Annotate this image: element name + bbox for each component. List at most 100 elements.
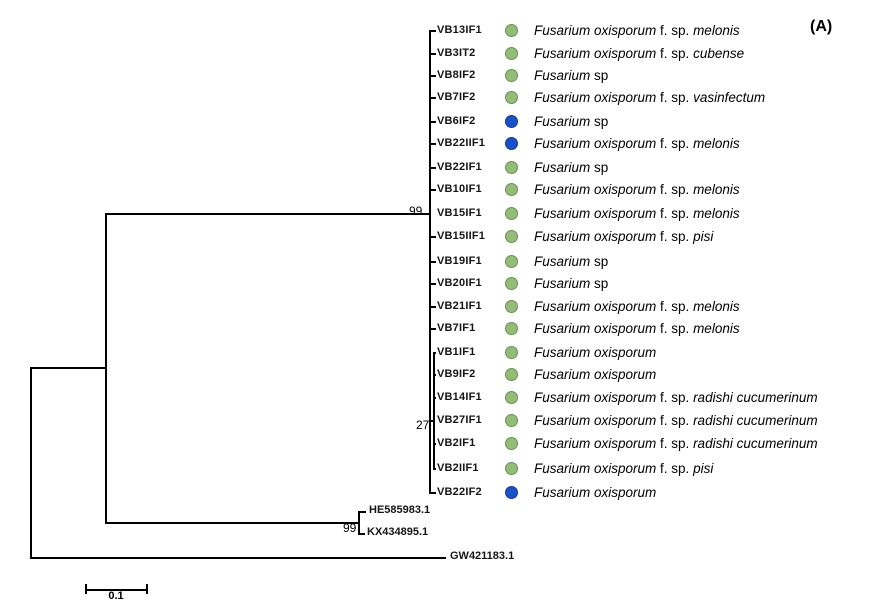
green-marker-icon [505, 254, 518, 268]
tree-branch-line [30, 557, 446, 559]
tree-branch-line [429, 328, 436, 330]
taxon-row: VB8IF2 Fusarium sp [437, 66, 608, 84]
tree-branch-line [30, 367, 105, 369]
taxon-label: VB14IF1 [437, 391, 482, 403]
tree-branch-line [146, 584, 148, 594]
species-name: Fusarium oxisporum f. sp. pisi [534, 460, 714, 476]
green-marker-icon [505, 299, 518, 313]
tree-branch-line [429, 97, 436, 99]
taxon-row: VB6IF2 Fusarium sp [437, 112, 608, 130]
green-marker-icon [505, 436, 518, 450]
panel-label: (A) [810, 18, 833, 35]
green-marker-icon [505, 182, 518, 196]
taxon-row: VB7IF1 Fusarium oxisporum f. sp. melonis [437, 319, 740, 337]
taxon-row: VB10IF1 Fusarium oxisporum f. sp. melonis [437, 180, 740, 198]
taxon-label: VB8IF2 [437, 69, 476, 81]
green-marker-icon [505, 229, 518, 243]
taxon-row: VB19IF1 Fusarium sp [437, 252, 608, 270]
green-marker-icon [505, 367, 518, 381]
species-name: Fusarium oxisporum f. sp. cubense [534, 45, 745, 61]
tree-branch-line [429, 75, 436, 77]
blue-marker-icon [505, 114, 518, 128]
taxon-row: VB21IF1 Fusarium oxisporum f. sp. melonis [437, 297, 740, 315]
green-marker-icon [505, 390, 518, 404]
tree-branch-line [433, 374, 436, 376]
species-name: Fusarium oxisporum f. sp. vasinfectum [534, 89, 766, 105]
taxon-label: VB2IIF1 [437, 462, 479, 474]
taxon-row: VB3IT2 Fusarium oxisporum f. sp. cubense [437, 44, 744, 62]
species-name: Fusarium oxisporum f. sp. melonis [534, 320, 740, 336]
taxon-label: VB10IF1 [437, 183, 482, 195]
taxon-label: VB21IF1 [437, 300, 482, 312]
taxon-row: VB27IF1 Fusarium oxisporum f. sp. radishi… [437, 411, 818, 429]
scale-bar-label: 0.1 [108, 590, 124, 602]
taxon-label: VB6IF2 [437, 115, 476, 127]
tree-branch-line [429, 121, 436, 123]
species-name: Fusarium oxisporum f. sp. radishi cucume… [534, 435, 818, 451]
green-marker-icon [505, 68, 518, 82]
tree-branch-line [105, 522, 358, 524]
tree-branch-line [358, 533, 365, 535]
species-name: Fusarium oxisporum f. sp. melonis [534, 298, 740, 314]
taxon-label: VB9IF2 [437, 368, 476, 380]
tree-branch-line [429, 283, 436, 285]
tree-branch-line [429, 236, 436, 238]
accession-label: HE585983.1 [369, 504, 431, 516]
species-name: Fusarium sp [534, 159, 609, 175]
tree-branch-line [358, 511, 360, 533]
green-marker-icon [505, 46, 518, 60]
species-name: Fusarium sp [534, 253, 609, 269]
tree-branch-line [85, 589, 147, 591]
species-name: Fusarium oxisporum f. sp. melonis [534, 135, 740, 151]
taxon-label: VB3IT2 [437, 47, 476, 59]
species-name: Fusarium sp [534, 113, 609, 129]
taxon-label: VB7IF1 [437, 322, 476, 334]
tree-branch-line [105, 213, 429, 215]
green-marker-icon [505, 160, 518, 174]
tree-branch-line [433, 352, 435, 468]
tree-branch-line [429, 420, 433, 422]
tree-branch-line [433, 352, 436, 354]
tree-branch-line [429, 143, 436, 145]
tree-branch-line [429, 189, 436, 191]
species-name: Fusarium oxisporum [534, 484, 657, 500]
taxon-row: VB13IF1 Fusarium oxisporum f. sp. melonis [437, 21, 740, 39]
taxon-row: VB7IF2 Fusarium oxisporum f. sp. vasinfec… [437, 88, 765, 106]
taxon-label: VB15IF1 [437, 207, 482, 219]
taxon-label: VB22IF2 [437, 486, 482, 498]
taxon-row: VB22IF2 Fusarium oxisporum [437, 483, 656, 501]
tree-branch-line [105, 213, 107, 522]
green-marker-icon [505, 413, 518, 427]
tree-branch-line [429, 53, 436, 55]
species-name: Fusarium oxisporum f. sp. melonis [534, 22, 740, 38]
species-name: Fusarium oxisporum f. sp. radishi cucume… [534, 412, 818, 428]
tree-branch-line [85, 584, 87, 594]
tree-branch-line [433, 397, 436, 399]
tree-branch-line [429, 167, 436, 169]
taxon-label: VB27IF1 [437, 414, 482, 426]
green-marker-icon [505, 321, 518, 335]
species-name: Fusarium sp [534, 67, 609, 83]
tree-branch-line [429, 30, 436, 32]
taxon-label: VB7IF2 [437, 91, 476, 103]
taxon-label: VB15IIF1 [437, 230, 486, 242]
tree-branch-line [433, 443, 436, 445]
green-marker-icon [505, 345, 518, 359]
taxon-label: VB20IF1 [437, 277, 482, 289]
blue-marker-icon [505, 485, 518, 499]
tree-branch-line [429, 261, 436, 263]
species-name: Fusarium oxisporum f. sp. melonis [534, 181, 740, 197]
taxon-label: VB19IF1 [437, 255, 482, 267]
tree-branch-line [433, 468, 436, 470]
tree-branch-line [429, 492, 436, 494]
taxon-label: VB13IF1 [437, 24, 482, 36]
green-marker-icon [505, 206, 518, 220]
tree-branch-line [30, 367, 32, 557]
accession-label: GW421183.1 [450, 550, 515, 562]
